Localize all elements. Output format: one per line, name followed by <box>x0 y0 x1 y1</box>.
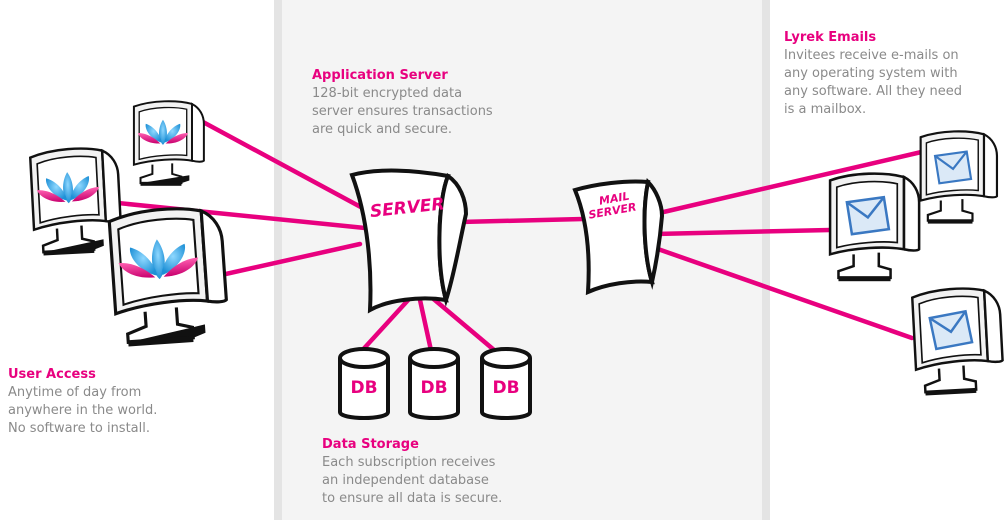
mail-server-label-line1: MAIL <box>598 190 630 208</box>
application-server-title: Application Server <box>312 68 448 83</box>
database-icon: DB <box>408 347 460 420</box>
monitor-envelope-icon <box>828 172 921 283</box>
monitor-envelope-icon <box>919 130 999 225</box>
data-storage-block: Data Storage Each subscription receives … <box>322 436 502 508</box>
left-divider <box>274 0 282 520</box>
lyrek-emails-description: Invitees receive e-mails on any operatin… <box>784 48 963 117</box>
monitor-lotus-icon <box>132 100 205 187</box>
monitor-lotus-icon <box>28 145 124 258</box>
mail-server-icon: MAIL SERVER <box>572 177 665 296</box>
database-label: DB <box>350 378 377 398</box>
lyrek-emails-title: Lyrek Emails <box>784 30 877 45</box>
connection-lines <box>85 112 933 358</box>
lyrek-emails-block: Lyrek Emails Invitees receive e-mails on… <box>784 29 962 119</box>
data-storage-title: Data Storage <box>322 437 419 452</box>
application-server-block: Application Server 128-bit encrypted dat… <box>312 67 493 139</box>
data-storage-description: Each subscription receives an independen… <box>322 455 503 506</box>
database-label: DB <box>492 378 519 398</box>
database-icon: DB <box>338 347 390 420</box>
user-access-description: Anytime of day from anywhere in the worl… <box>8 385 158 436</box>
database-icon: DB <box>480 347 532 420</box>
monitor-envelope-icon <box>910 285 1004 398</box>
database-label: DB <box>420 378 447 398</box>
center-panel-background <box>282 0 762 520</box>
application-server-description: 128-bit encrypted data server ensures tr… <box>312 86 493 137</box>
server-icon: SERVER <box>349 168 469 314</box>
monitor-lotus-icon <box>107 203 231 349</box>
user-access-block: User Access Anytime of day from anywhere… <box>8 366 157 438</box>
right-divider <box>762 0 770 520</box>
user-access-title: User Access <box>8 367 96 382</box>
